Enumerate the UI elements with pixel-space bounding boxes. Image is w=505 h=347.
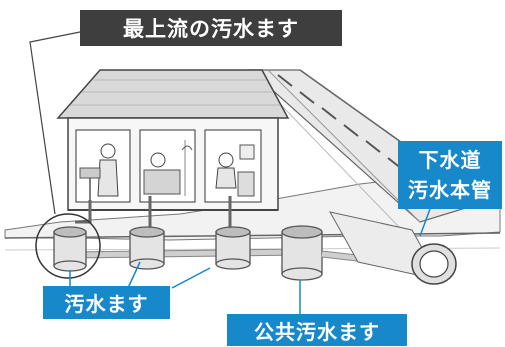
person-icon (97, 143, 119, 197)
leader-line (29, 31, 81, 215)
label-public-masu-text: 公共汚水ます (254, 319, 380, 344)
label-osui-masu-text: 汚水ます (64, 292, 149, 316)
label-osui-masu: 汚水ます (43, 286, 170, 319)
manhole-icon (281, 225, 323, 281)
ground-line (4, 232, 501, 239)
label-top-masu-text: 最上流の汚水ます (123, 17, 299, 41)
label-main-pipe-line2: 汚水本管 (408, 178, 492, 202)
label-main-pipe-line1: 下水道 (418, 148, 482, 172)
leader-line (419, 208, 431, 237)
highlight-circle (35, 213, 101, 279)
label-top-masu: 最上流の汚水ます (80, 10, 342, 46)
label-main-pipe: 下水道 汚水本管 (398, 141, 502, 209)
person-icon (150, 152, 166, 168)
person-icon (215, 152, 237, 189)
leader-line (171, 267, 211, 289)
manhole-icon (129, 226, 165, 270)
manhole-icon (53, 226, 87, 272)
leader-line (127, 261, 141, 289)
lateral-pipe (69, 248, 301, 259)
label-public-masu: 公共汚水ます (227, 314, 407, 346)
house-illustration (56, 69, 290, 211)
manhole-icon (215, 226, 251, 270)
sewer-main-pipe-icon (329, 211, 457, 285)
